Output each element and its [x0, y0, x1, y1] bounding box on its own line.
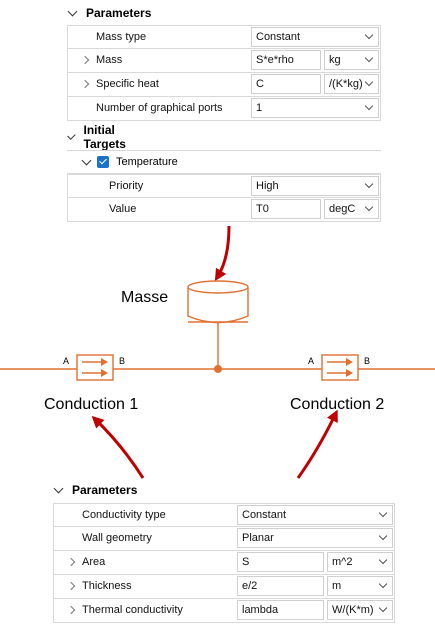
expand-icon[interactable] [66, 581, 76, 591]
area-unit-select[interactable]: m^2 [327, 552, 393, 572]
specific-heat-input[interactable]: C [251, 74, 321, 94]
chevron-down-icon [364, 179, 374, 189]
initial-targets-section-header[interactable]: Initial Targets [67, 123, 128, 151]
conduction-1-label: Conduction 1 [44, 396, 139, 413]
priority-select[interactable]: High [251, 176, 379, 196]
port-a-label-1: A [63, 356, 70, 366]
temperature-checkbox[interactable] [97, 156, 109, 168]
thermal-conductivity-row: Thermal conductivity lambda W/(K*m) [53, 599, 395, 623]
mass-label: Masse [121, 289, 169, 306]
wall-geometry-row: Wall geometry Planar [53, 527, 395, 551]
row-label: Thermal conductivity [82, 604, 183, 616]
chevron-down-icon [378, 508, 388, 518]
row-label: Area [82, 556, 106, 568]
priority-row: Priority High [67, 174, 381, 198]
port-b-label-2: B [364, 356, 371, 366]
chevron-down-icon [378, 579, 388, 589]
port-a-label-2: A [308, 356, 315, 366]
chevron-down-icon [364, 53, 374, 63]
thermal-conductivity-unit-select[interactable]: W/(K*m) [327, 600, 393, 620]
row-label: Specific heat [96, 78, 159, 90]
expand-icon[interactable] [80, 55, 90, 65]
conduction-1-component[interactable] [76, 354, 114, 381]
section-title: Parameters [86, 6, 152, 20]
expand-icon[interactable] [80, 79, 90, 89]
section-title: Initial Targets [83, 123, 126, 151]
arrow-to-conduction-2 [296, 409, 338, 479]
mass-component[interactable] [187, 280, 249, 324]
junction-node[interactable] [214, 365, 222, 373]
conduction-2-label: Conduction 2 [290, 396, 385, 413]
chevron-down-icon[interactable] [53, 483, 64, 494]
thickness-unit-select[interactable]: m [327, 576, 393, 596]
mass-input[interactable]: S*e*rho [251, 50, 321, 70]
chevron-down-icon [364, 101, 374, 111]
chevron-down-icon [364, 77, 374, 87]
chevron-down-icon [364, 30, 374, 40]
arrow-to-conduction-1 [91, 415, 145, 479]
port-b-label-1: B [119, 356, 126, 366]
specific-heat-unit-select[interactable]: /(K*kg) [324, 74, 379, 94]
arrow-to-mass [214, 225, 231, 282]
thermal-conductivity-input[interactable]: lambda [237, 600, 324, 620]
temperature-label: Temperature [116, 156, 178, 168]
thickness-input[interactable]: e/2 [237, 576, 324, 596]
conductivity-type-row: Conductivity type Constant [53, 503, 395, 527]
graphical-ports-row: Number of graphical ports 1 [67, 97, 381, 121]
chevron-down-icon [378, 531, 388, 541]
chevron-down-icon [378, 603, 388, 613]
mass-row: Mass S*e*rho kg [67, 49, 381, 73]
graphical-ports-select[interactable]: 1 [251, 98, 379, 118]
mass-type-select[interactable]: Constant [251, 27, 379, 47]
chevron-down-icon[interactable] [67, 6, 78, 17]
specific-heat-row: Specific heat C /(K*kg) [67, 73, 381, 97]
row-label: Value [109, 203, 137, 215]
row-label: Thickness [82, 580, 132, 592]
row-label: Number of graphical ports [96, 102, 223, 114]
row-label: Priority [109, 180, 144, 192]
expand-icon[interactable] [66, 605, 76, 615]
chevron-down-icon [364, 202, 374, 212]
row-label: Conductivity type [82, 509, 166, 521]
section-title: Parameters [72, 483, 138, 497]
expand-icon[interactable] [66, 557, 76, 567]
row-label: Mass [96, 54, 123, 66]
mass-type-row: Mass type Constant [67, 25, 381, 49]
row-label: Wall geometry [82, 532, 152, 544]
conduction-2-component[interactable] [321, 354, 359, 381]
row-label: Mass type [96, 31, 147, 43]
chevron-down-icon[interactable] [67, 131, 76, 140]
chevron-down-icon[interactable] [81, 155, 92, 166]
target-value-row: Value T0 degC [67, 198, 381, 222]
area-input[interactable]: S [237, 552, 324, 572]
target-unit-select[interactable]: degC [324, 199, 379, 219]
thickness-row: Thickness e/2 m [53, 575, 395, 599]
chevron-down-icon [378, 555, 388, 565]
mass-unit-select[interactable]: kg [324, 50, 379, 70]
temperature-row: Temperature [67, 150, 381, 174]
parameters-section-header[interactable]: Parameters [53, 478, 137, 502]
conductivity-type-select[interactable]: Constant [237, 505, 393, 525]
parameters-section-header[interactable]: Parameters [67, 1, 151, 25]
target-value-input[interactable]: T0 [251, 199, 321, 219]
area-row: Area S m^2 [53, 551, 395, 575]
wall-geometry-select[interactable]: Planar [237, 528, 393, 548]
